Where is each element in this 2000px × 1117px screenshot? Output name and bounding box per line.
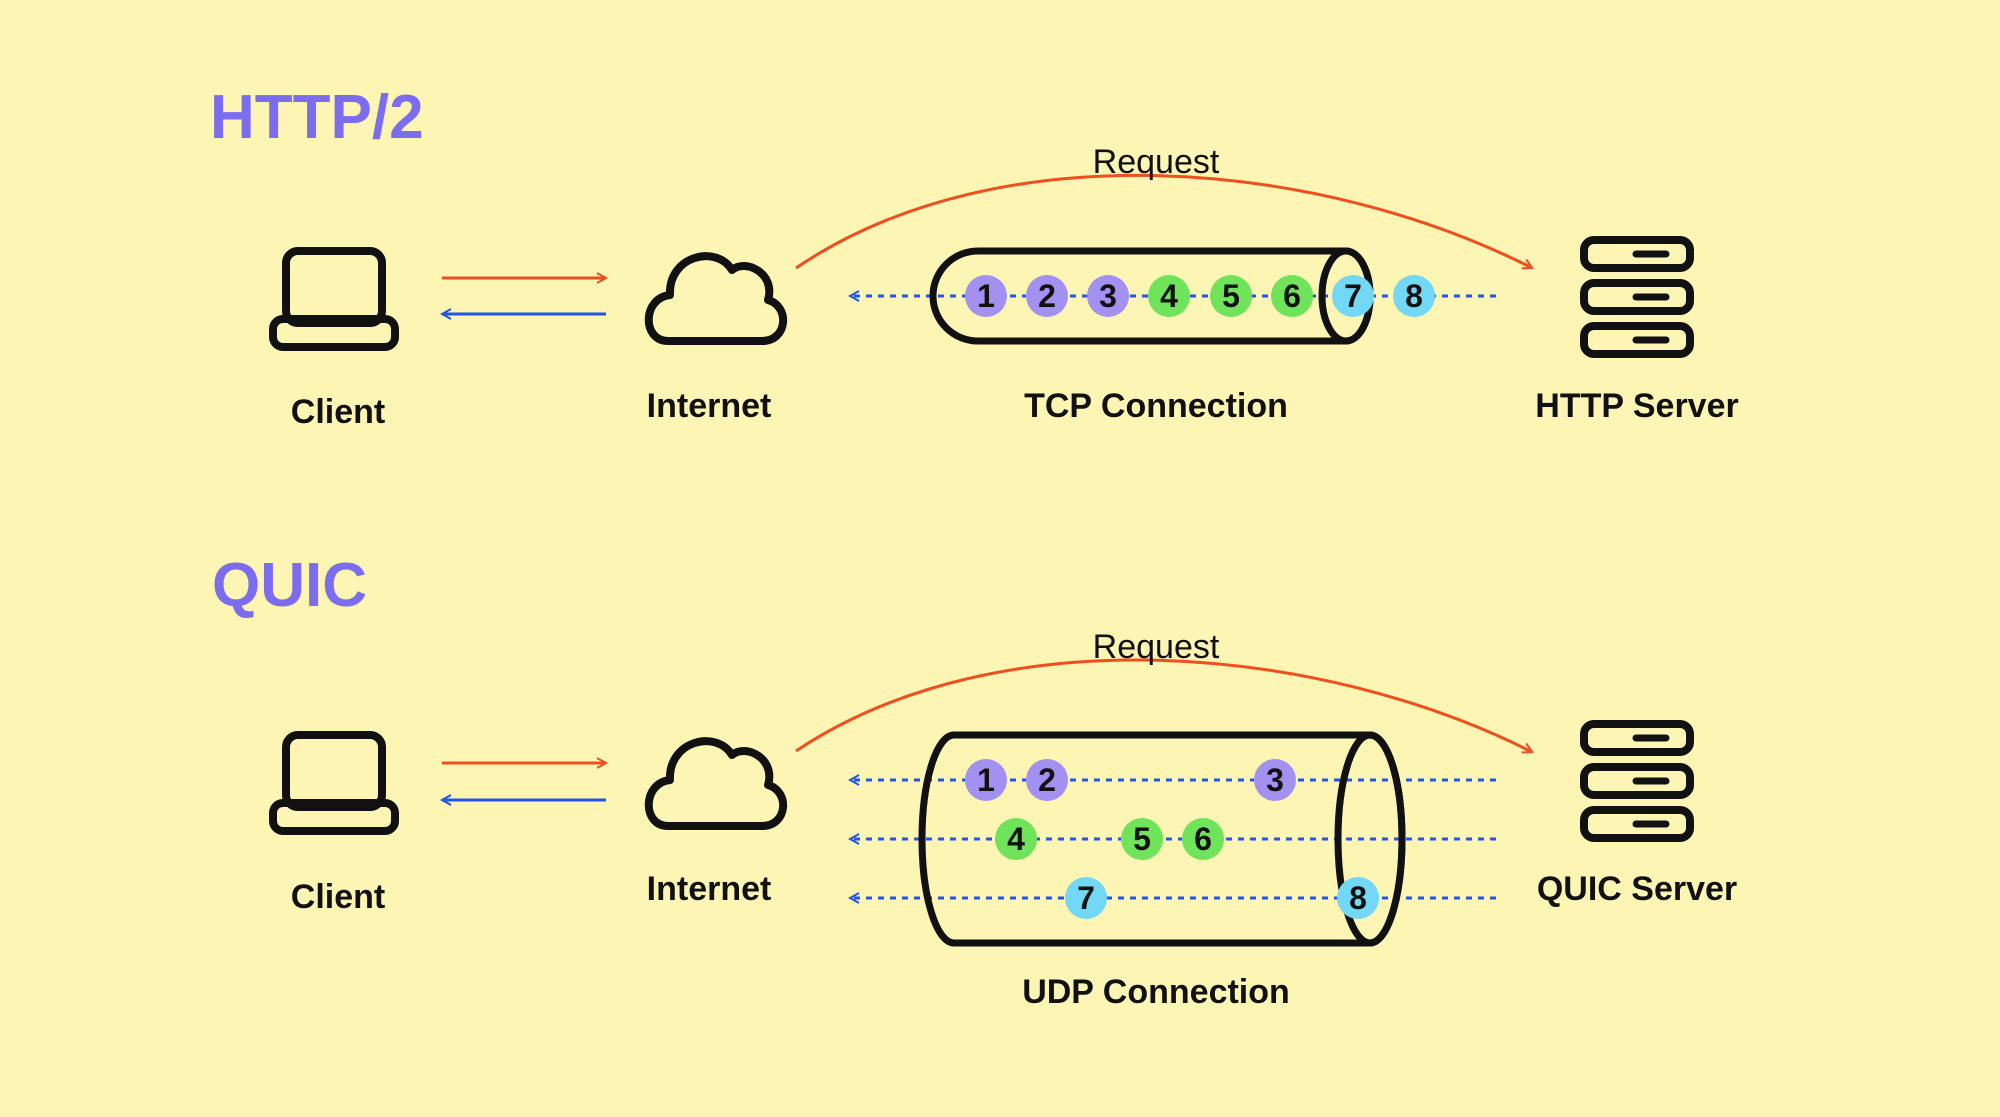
packet-5: 5 xyxy=(1210,275,1252,317)
packet-5: 5 xyxy=(1121,818,1163,860)
packet-circle xyxy=(1065,877,1107,919)
packet-number: 3 xyxy=(1099,278,1117,314)
packet-1: 1 xyxy=(965,275,1007,317)
quic-request-label: Request xyxy=(1093,628,1220,666)
packet-circle xyxy=(1210,275,1252,317)
packet-circle xyxy=(1254,759,1296,801)
tcp-connection-label: TCP Connection xyxy=(1024,387,1288,425)
packet-circle xyxy=(965,275,1007,317)
quic-server-label: QUIC Server xyxy=(1537,870,1737,908)
packet-7: 7 xyxy=(1065,877,1107,919)
packet-6: 6 xyxy=(1271,275,1313,317)
packet-2: 2 xyxy=(1026,759,1068,801)
packet-3: 3 xyxy=(1087,275,1129,317)
packet-1: 1 xyxy=(965,759,1007,801)
udp-connection-label: UDP Connection xyxy=(1022,973,1290,1011)
packet-number: 3 xyxy=(1266,762,1284,798)
packet-circle xyxy=(1182,818,1224,860)
http2-title: HTTP/2 xyxy=(210,83,424,152)
packet-number: 4 xyxy=(1160,278,1178,314)
packet-number: 7 xyxy=(1344,278,1362,314)
quic-client-label: Client xyxy=(291,878,385,916)
http2-client-label: Client xyxy=(291,393,385,431)
cloud-icon xyxy=(649,741,783,826)
http2-internet-label: Internet xyxy=(647,387,772,425)
packet-circle xyxy=(1148,275,1190,317)
packet-circle xyxy=(1087,275,1129,317)
packet-number: 5 xyxy=(1222,278,1240,314)
quic-packets: 1 2 3 4 5 6 7 8 xyxy=(965,759,1379,919)
packet-circle xyxy=(1332,275,1374,317)
packet-circle xyxy=(1026,759,1068,801)
packet-circle xyxy=(965,759,1007,801)
laptop-icon xyxy=(273,251,395,347)
packet-3: 3 xyxy=(1254,759,1296,801)
packet-circle xyxy=(995,818,1037,860)
packet-number: 6 xyxy=(1194,821,1212,857)
packet-circle xyxy=(1121,818,1163,860)
server-icon xyxy=(1584,240,1690,354)
packet-7: 7 xyxy=(1332,275,1374,317)
packet-circle xyxy=(1271,275,1313,317)
packet-number: 1 xyxy=(977,762,995,798)
laptop-icon xyxy=(273,735,395,831)
packet-number: 2 xyxy=(1038,278,1056,314)
packet-circle xyxy=(1026,275,1068,317)
http2-request-arrow xyxy=(795,173,1532,268)
packet-number: 7 xyxy=(1077,880,1095,916)
packet-4: 4 xyxy=(995,818,1037,860)
packet-number: 1 xyxy=(977,278,995,314)
server-icon xyxy=(1584,724,1690,838)
udp-pipe-end xyxy=(1334,731,1406,947)
packet-number: 4 xyxy=(1007,821,1025,857)
packet-8: 8 xyxy=(1393,275,1435,317)
packet-6: 6 xyxy=(1182,818,1224,860)
packet-number: 8 xyxy=(1405,278,1423,314)
quic-title: QUIC xyxy=(212,551,367,620)
packet-number: 5 xyxy=(1133,821,1151,857)
quic-request-arrow xyxy=(795,658,1532,752)
packet-number: 2 xyxy=(1038,762,1056,798)
packet-circle xyxy=(1393,275,1435,317)
packet-number: 6 xyxy=(1283,278,1301,314)
packet-8: 8 xyxy=(1337,877,1379,919)
http2-packets: 1 2 3 4 5 6 7 8 xyxy=(965,275,1435,317)
quic-section: QUIC Client Internet Request 1 2 3 4 5 6 7 8 UD… xyxy=(212,551,1737,1011)
quic-internet-label: Internet xyxy=(647,870,772,908)
packet-circle xyxy=(1337,877,1379,919)
cloud-icon xyxy=(649,256,783,341)
packet-2: 2 xyxy=(1026,275,1068,317)
http2-request-label: Request xyxy=(1093,143,1220,181)
packet-4: 4 xyxy=(1148,275,1190,317)
packet-number: 8 xyxy=(1349,880,1367,916)
http-server-label: HTTP Server xyxy=(1535,387,1738,425)
